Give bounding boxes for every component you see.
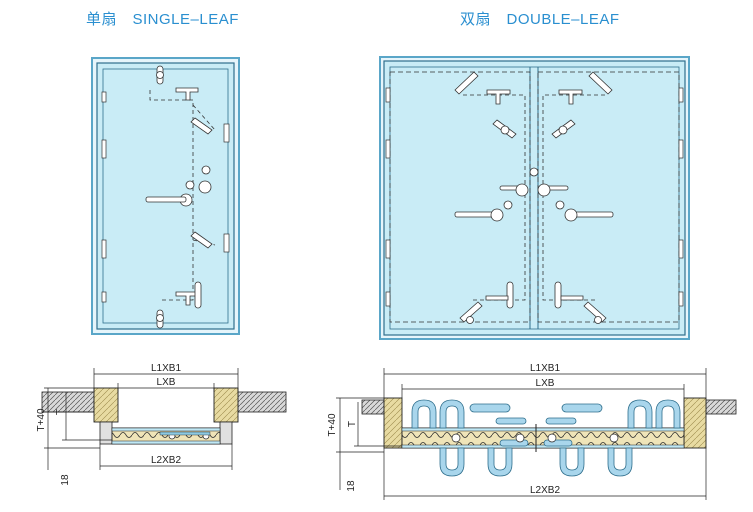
- single-dim-top-outer: L1XB1: [151, 363, 181, 374]
- title-single-leaf: 单扇 SINGLE–LEAF: [86, 11, 239, 28]
- double-dim-top-outer: L1XB1: [530, 363, 560, 374]
- double-leaf-door: [379, 56, 690, 340]
- single-leaf-door: [91, 57, 240, 335]
- double-dim-left-bottom: 18: [346, 480, 357, 492]
- double-leaf-section: [361, 397, 737, 477]
- single-dim-bottom: L2XB2: [151, 455, 181, 466]
- double-dim-top-inner: LXB: [536, 378, 555, 389]
- single-dim-left-thickness: T: [55, 409, 66, 415]
- single-dim-left-bottom: 18: [60, 474, 71, 486]
- title-double-leaf: 双扇 DOUBLE–LEAF: [460, 11, 620, 28]
- single-dim-left-total: T+40: [36, 408, 47, 432]
- single-dim-top-inner: LXB: [157, 377, 176, 388]
- single-dimension-lines: [44, 368, 239, 470]
- double-dim-left-thickness: T: [347, 421, 358, 427]
- single-leaf-section: [41, 387, 287, 445]
- double-dimension-lines: [336, 368, 707, 500]
- double-dim-bottom: L2XB2: [530, 485, 560, 496]
- double-dim-left-total: T+40: [327, 413, 338, 437]
